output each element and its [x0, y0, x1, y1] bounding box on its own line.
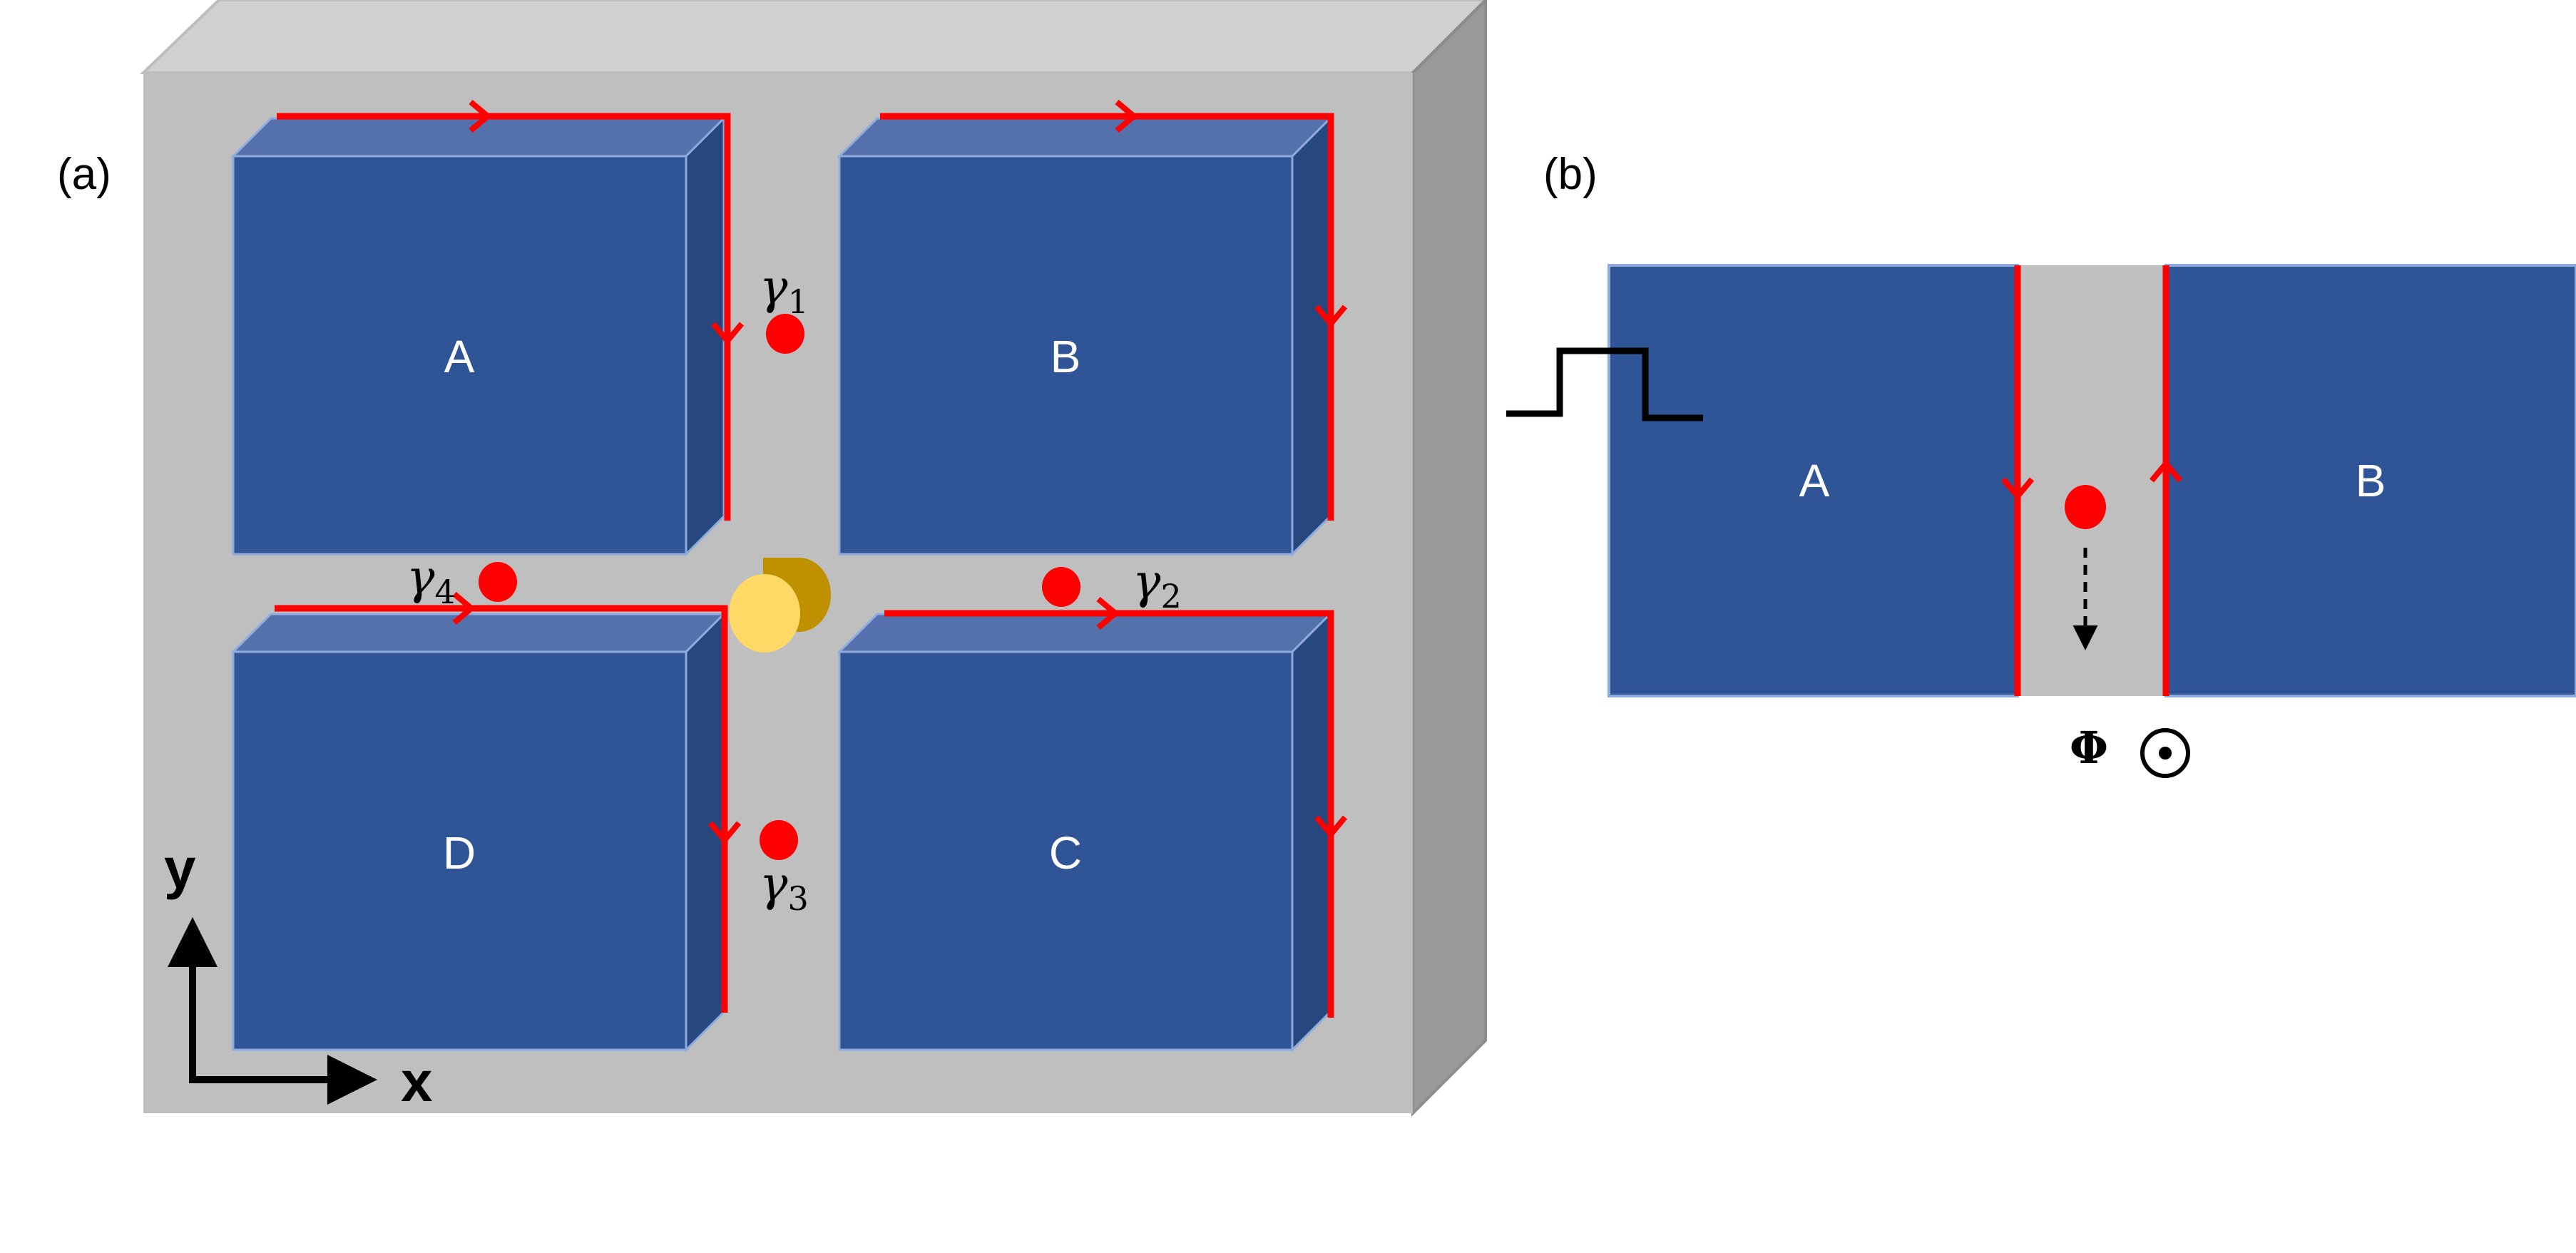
panel-b-label: (b)	[1543, 150, 1598, 199]
block-c: C	[837, 611, 1333, 1053]
majorana-modes	[479, 314, 1080, 860]
edge-current-d	[275, 605, 728, 1013]
arrow-down-icon	[2000, 477, 2035, 501]
block-b-right	[2164, 264, 2576, 697]
junction-front	[729, 574, 800, 653]
arrow-down-icon	[707, 821, 742, 845]
current-direction-arrows	[452, 99, 1348, 845]
majorana-gamma-2	[1042, 567, 1080, 607]
block-b-front	[838, 155, 1294, 556]
block-a-label: A	[444, 331, 475, 382]
gate-pulse-waveform	[1506, 347, 1703, 421]
gap-region	[2018, 265, 2166, 696]
arrow-down-icon	[710, 322, 745, 346]
gamma-3-label: γ3	[760, 856, 809, 918]
x-axis-label: x	[401, 1050, 433, 1113]
block-a-front	[232, 155, 688, 556]
gamma-4-label: γ4	[407, 550, 456, 611]
panel-a: (a) A B D	[57, 0, 1488, 1117]
panel-a-label: (a)	[57, 150, 111, 199]
block-b-label: B	[1051, 331, 1081, 382]
block-b-top	[837, 117, 1333, 158]
arrow-up-icon	[2149, 459, 2183, 483]
junction-cylinder	[729, 558, 831, 653]
coordinate-axes: y x	[164, 837, 433, 1113]
block-b-left	[1608, 264, 2019, 697]
edge-currents	[275, 113, 1334, 1018]
block-c-top	[837, 613, 1333, 653]
arrow-down-icon	[1314, 305, 1348, 329]
majorana-mode-b	[2065, 485, 2106, 529]
edge-current-b	[880, 113, 1334, 521]
edge-current-a	[277, 113, 731, 521]
substrate-lid	[140, 0, 1488, 74]
block-a: A	[230, 116, 727, 557]
substrate-side	[1411, 0, 1487, 1117]
block-a-side	[685, 116, 725, 557]
gamma-1-label: γ1	[760, 260, 809, 321]
block-b-side	[1291, 116, 1332, 557]
majorana-gamma-3	[760, 820, 798, 860]
block-right-label: B	[2356, 455, 2386, 506]
majorana-gamma-1	[766, 314, 804, 354]
block-d-top	[230, 613, 727, 653]
flux-symbol: Φ	[2070, 722, 2108, 774]
arrow-right-icon	[1115, 99, 1139, 133]
block-b: B	[837, 116, 1333, 557]
arrow-down-icon	[1314, 815, 1348, 839]
edge-current-c	[884, 610, 1334, 1018]
y-axis-label: y	[164, 837, 196, 900]
majorana-gamma-4	[479, 562, 517, 602]
gamma-2-label: γ2	[1133, 554, 1182, 615]
arrow-right-icon	[469, 99, 493, 133]
block-d-label: D	[443, 827, 476, 879]
panel-b: (b) A B Φ	[1506, 150, 2576, 778]
block-d-front	[232, 650, 688, 1051]
out-of-page-icon	[2140, 728, 2190, 778]
arrow-right-icon	[1096, 596, 1120, 630]
block-c-label: C	[1049, 827, 1082, 879]
block-c-side	[1291, 611, 1332, 1053]
block-c-front	[838, 650, 1294, 1051]
block-left-label: A	[1799, 455, 1830, 506]
block-d: D	[230, 611, 727, 1053]
arrow-right-icon	[452, 591, 476, 625]
